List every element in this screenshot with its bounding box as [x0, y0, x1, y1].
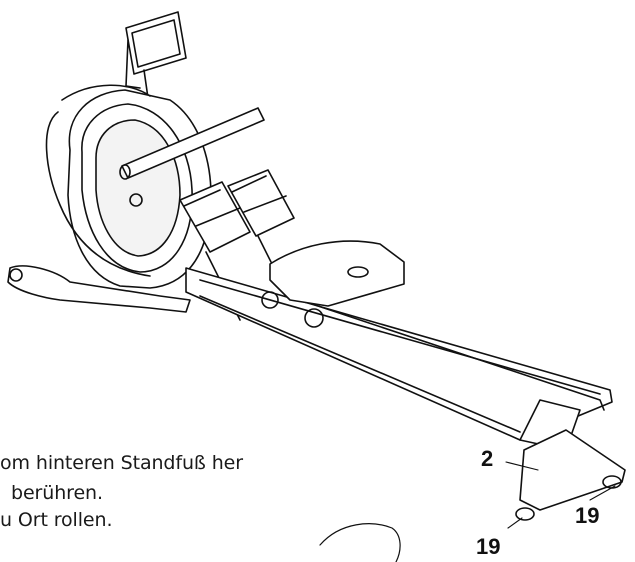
rail: [185, 267, 613, 441]
handle-bar: [119, 107, 265, 180]
instruction-line-3: u Ort rollen.: [0, 509, 113, 531]
rear-stabilizer: [515, 399, 626, 521]
callout-19-right: 19: [575, 503, 600, 528]
callout-2: 2: [481, 446, 494, 471]
callout-19-left: 19: [476, 534, 501, 559]
hand-sketch: [319, 523, 401, 562]
callout-leaders: [505, 461, 616, 529]
seat: [261, 240, 405, 328]
front-stabilizer: [7, 265, 191, 313]
monitor: [125, 11, 187, 99]
instruction-line-2: berühren.: [11, 482, 103, 504]
flywheel-housing: [45, 84, 212, 289]
instruction-line-1: om hinteren Standfuß her: [0, 452, 243, 474]
